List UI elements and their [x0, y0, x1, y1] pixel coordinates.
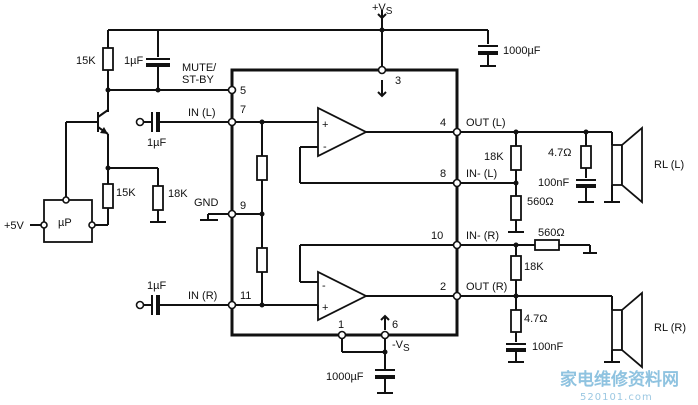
r18k-r-label: 18K [524, 261, 544, 273]
r15k-top-label: 15K [76, 55, 96, 67]
in-l-label: IN (L) [188, 107, 216, 119]
transistor [65, 90, 109, 200]
inm-r-label: IN- (R) [466, 230, 499, 242]
svg-text:10: 10 [431, 230, 443, 242]
c1uf-top-label: 1µF [124, 55, 143, 67]
speaker-left: RL (L) [611, 126, 684, 204]
mute-label: MUTE/ [182, 62, 217, 74]
output-left: OUT (L) IN- (L) 18K 560Ω 4.7Ω 100nF [460, 117, 620, 233]
out-l-label: OUT (L) [466, 117, 506, 129]
svg-text:+: + [322, 302, 328, 314]
svg-text:6: 6 [392, 319, 398, 331]
svg-text:8: 8 [440, 168, 446, 180]
positive-supply: +VS [158, 2, 489, 70]
rl-r-label: RL (R) [654, 322, 686, 334]
input-left: IN (L) 1µF 7 [135, 104, 246, 149]
pin-labels-right: 4 8 10 2 [431, 117, 462, 301]
ground-pin: GND 9 [194, 197, 246, 221]
svg-text:5: 5 [240, 85, 246, 97]
svg-text:7: 7 [240, 104, 246, 116]
mute-network: 15K 1µF MUTE/ ST-BY 5 [76, 29, 246, 97]
in-r-cap-label: 1µF [147, 280, 166, 292]
inm-l-label: IN- (L) [466, 168, 497, 180]
internal-bias [235, 119, 318, 308]
plus5v-label: +5V [4, 220, 25, 232]
output-right: IN- (R) 560Ω 18K OUT (R) 4.7Ω 100nF [460, 227, 620, 363]
svg-text:1: 1 [338, 319, 344, 331]
r560-r-label: 560Ω [538, 227, 565, 239]
microprocessor: µP +5V [4, 196, 109, 243]
svg-text:9: 9 [240, 200, 246, 212]
r18k-left-label: 18K [168, 188, 188, 200]
in-l-cap-label: 1µF [147, 137, 166, 149]
r47-l-label: 4.7Ω [548, 147, 572, 159]
r18k-l-label: 18K [484, 151, 504, 163]
cap-1000uf-top: 1000µF [478, 45, 541, 67]
svg-text:-: - [322, 280, 326, 292]
svg-text:-: - [323, 141, 327, 153]
rl-l-label: RL (L) [654, 159, 684, 171]
r560-l-label: 560Ω [527, 196, 554, 208]
cap-top-label: 1000µF [503, 45, 541, 57]
divider-network: 18K 15K [102, 165, 188, 223]
vs-neg-label: -VS [392, 339, 410, 354]
cap-bottom-label: 1000µF [326, 371, 364, 383]
pin-3: 3 [377, 65, 401, 98]
vs-pos-label: +VS [372, 2, 393, 17]
c100n-l-label: 100nF [538, 177, 569, 189]
mcu-label: µP [58, 217, 72, 229]
input-right: IN (R) 1µF 11 [135, 280, 251, 315]
speaker-right: RL (R) [611, 291, 686, 369]
opamp-left: + - [299, 106, 457, 184]
out-r-label: OUT (R) [466, 281, 507, 293]
stby-label: ST-BY [182, 74, 214, 86]
opamp-right: - + [299, 244, 457, 322]
watermark-site: 520101.com [580, 392, 653, 403]
svg-text:+: + [322, 119, 328, 131]
in-r-label: IN (R) [188, 290, 217, 302]
negative-supply: 1 6 -VS 1000µF [326, 314, 410, 394]
svg-text:4: 4 [440, 117, 446, 129]
c100n-r-label: 100nF [532, 341, 563, 353]
r15k-mid-label: 15K [116, 187, 136, 199]
svg-text:2: 2 [440, 281, 446, 293]
svg-text:3: 3 [395, 75, 401, 87]
gnd-label: GND [194, 197, 219, 209]
svg-text:11: 11 [240, 290, 251, 302]
watermark: 家电维修资料网 520101.com [560, 369, 679, 403]
r47-r-label: 4.7Ω [524, 313, 548, 325]
watermark-brand: 家电维修资料网 [560, 369, 679, 390]
